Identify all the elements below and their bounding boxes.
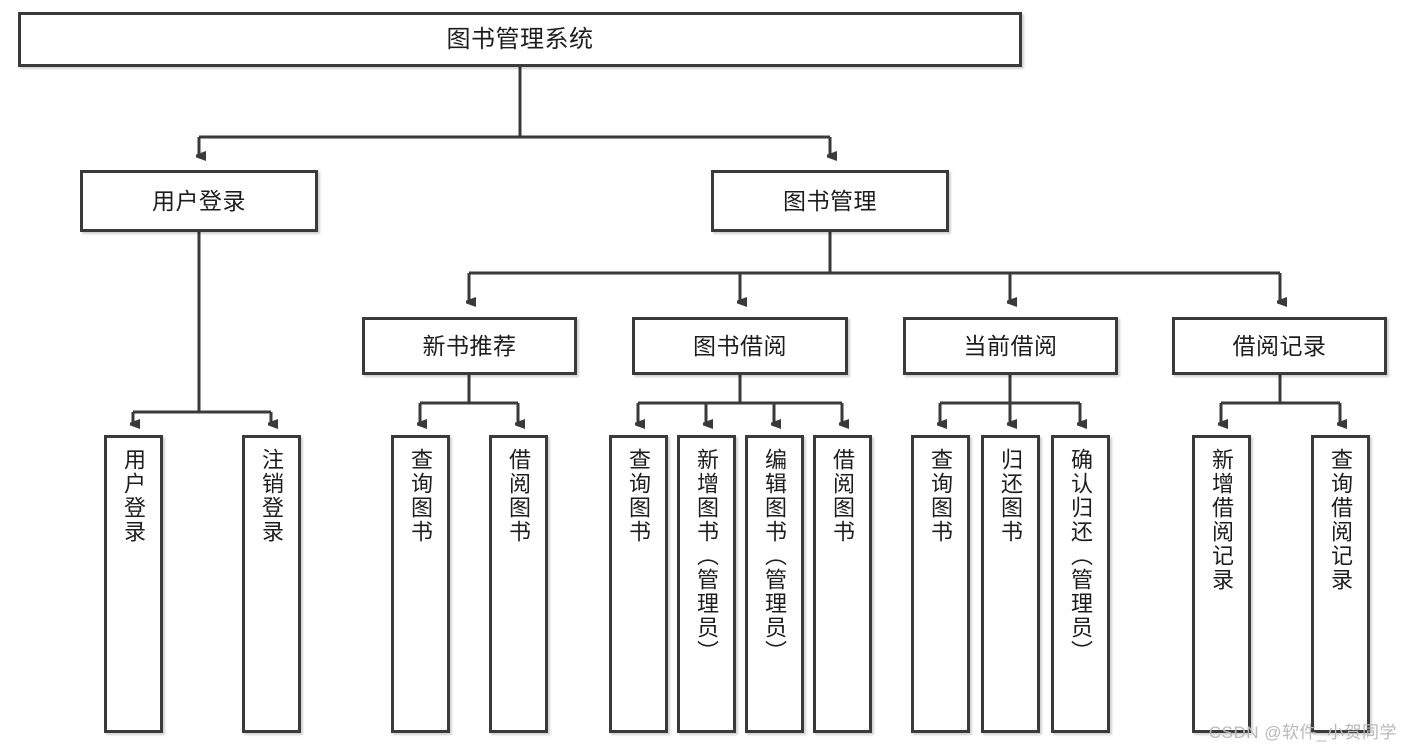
- leaf-current-query-book[interactable]: 查询图书: [911, 435, 970, 733]
- node-user-login[interactable]: 用户登录: [80, 170, 318, 232]
- leaf-borrow-edit-book-admin[interactable]: 编辑图书（管理员）: [745, 435, 804, 733]
- node-label: 当前借阅: [963, 332, 1058, 359]
- watermark-text: CSDN @软件_小贺同学: [1208, 723, 1397, 742]
- leaf-records-query-record[interactable]: 查询借阅记录: [1311, 435, 1370, 733]
- node-new-book-recommend[interactable]: 新书推荐: [362, 317, 577, 375]
- leaf-current-confirm-return-admin[interactable]: 确认归还（管理员）: [1051, 435, 1110, 733]
- leaf-user-login-signout[interactable]: 注销登录: [242, 435, 301, 733]
- node-borrow-records[interactable]: 借阅记录: [1172, 317, 1387, 375]
- node-label: 图书借阅: [693, 332, 787, 359]
- node-label: 查询图书: [626, 448, 652, 544]
- node-label: 新书推荐: [422, 332, 517, 359]
- node-label: 归还图书: [998, 448, 1024, 544]
- leaf-borrow-query-book[interactable]: 查询图书: [609, 435, 668, 733]
- leaf-borrow-borrow-book[interactable]: 借阅图书: [813, 435, 872, 733]
- node-label: 查询图书: [928, 448, 954, 544]
- leaf-user-login-signin[interactable]: 用户登录: [104, 435, 163, 733]
- node-label: 图书管理系统: [446, 25, 594, 53]
- node-label: 新增图书（管理员）: [694, 448, 720, 664]
- node-label: 查询图书: [408, 448, 434, 544]
- node-label: 用户登录: [121, 448, 147, 544]
- node-current-borrow[interactable]: 当前借阅: [903, 317, 1118, 375]
- node-label: 查询借阅记录: [1328, 448, 1354, 592]
- node-book-borrow[interactable]: 图书借阅: [632, 317, 848, 375]
- node-label: 注销登录: [259, 448, 285, 544]
- leaf-borrow-add-book-admin[interactable]: 新增图书（管理员）: [677, 435, 736, 733]
- node-label: 图书管理: [783, 187, 877, 214]
- node-label: 用户登录: [152, 187, 246, 214]
- leaf-newbook-borrow-book[interactable]: 借阅图书: [489, 435, 548, 733]
- leaf-newbook-query-book[interactable]: 查询图书: [391, 435, 450, 733]
- node-label: 借阅图书: [506, 448, 532, 544]
- node-label: 新增借阅记录: [1209, 448, 1235, 592]
- node-root-system[interactable]: 图书管理系统: [18, 12, 1022, 67]
- node-label: 确认归还（管理员）: [1068, 448, 1094, 664]
- leaf-current-return-book[interactable]: 归还图书: [981, 435, 1040, 733]
- node-label: 借阅图书: [830, 448, 856, 544]
- leaf-records-add-record[interactable]: 新增借阅记录: [1192, 435, 1251, 733]
- node-label: 借阅记录: [1232, 332, 1327, 359]
- node-book-management[interactable]: 图书管理: [711, 170, 949, 232]
- node-label: 编辑图书（管理员）: [762, 448, 788, 664]
